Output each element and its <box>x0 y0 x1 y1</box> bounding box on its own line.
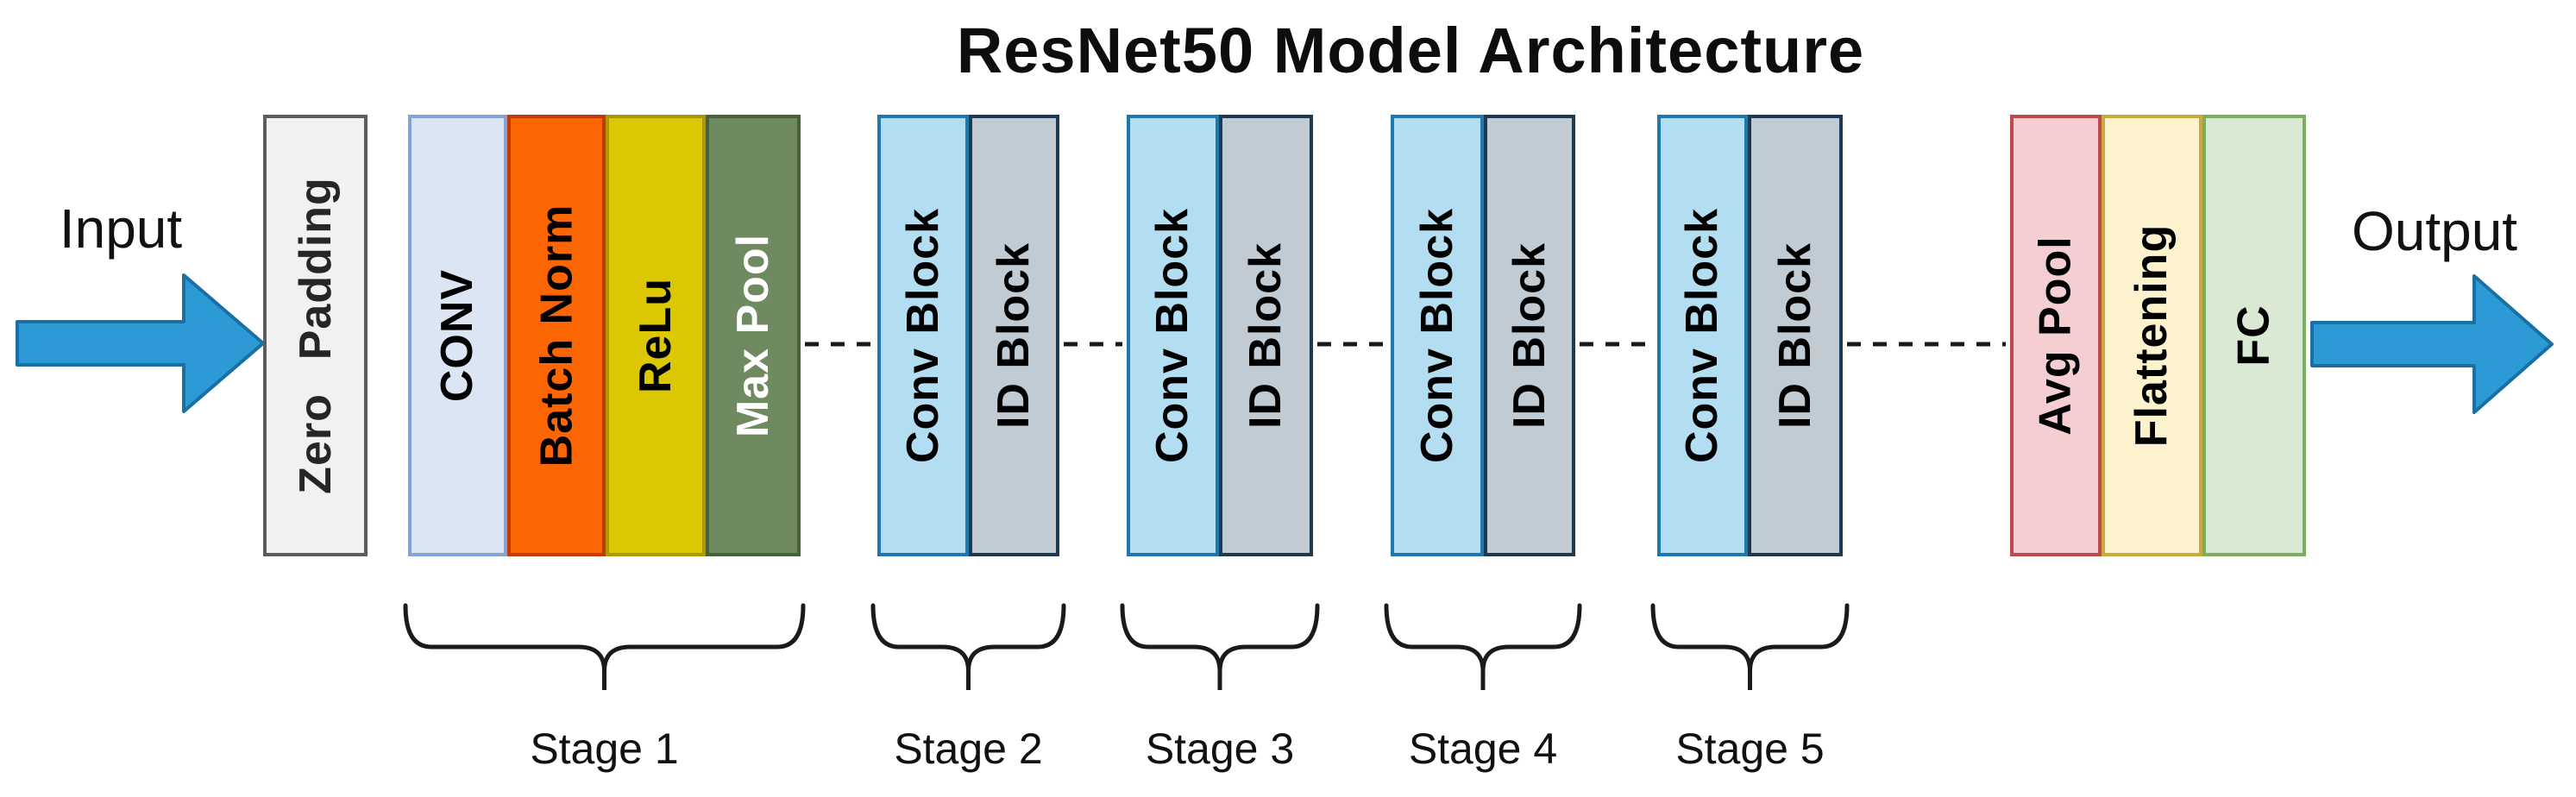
max-pool-label: Max Pool <box>728 233 779 438</box>
batch-norm-block: Batch Norm <box>507 115 606 556</box>
stage2-conv-block-block: Conv Block <box>877 115 969 556</box>
stage4-id-block-label: ID Block <box>1505 242 1555 430</box>
batch-norm-label: Batch Norm <box>531 204 581 468</box>
stage2-id-block-label: ID Block <box>989 242 1040 430</box>
stage4-conv-block-label: Conv Block <box>1412 207 1462 464</box>
stage-brace-3 <box>1120 603 1320 690</box>
output-label: Output <box>2351 200 2518 262</box>
stage-label-3: Stage 3 <box>1145 725 1295 773</box>
diagram-title: ResNet50 Model Architecture <box>956 15 1865 86</box>
output-arrow-icon <box>2310 274 2554 414</box>
stage-brace-1 <box>403 603 806 690</box>
zero-padding-block: Zero Padding <box>263 115 368 556</box>
stage3-conv-block-label: Conv Block <box>1147 207 1198 464</box>
stage4-conv-block-block: Conv Block <box>1391 115 1484 556</box>
flattening-label: Flattening <box>2127 223 2177 448</box>
stage-brace-5 <box>1650 603 1850 690</box>
avg-pool-block: Avg Pool <box>2010 115 2102 556</box>
relu-label: ReLu <box>631 278 681 393</box>
stage5-id-block-label: ID Block <box>1770 242 1820 430</box>
stage-label-4: Stage 4 <box>1408 725 1558 773</box>
flattening-block: Flattening <box>2102 115 2202 556</box>
input-label: Input <box>59 198 183 260</box>
conv-block: CONV <box>408 115 507 556</box>
fc-label: FC <box>2228 304 2279 367</box>
stage-brace-4 <box>1384 603 1582 690</box>
stage-label-2: Stage 2 <box>894 725 1043 773</box>
stage-label-5: Stage 5 <box>1675 725 1825 773</box>
stage2-id-block-block: ID Block <box>969 115 1059 556</box>
stage3-id-block-label: ID Block <box>1241 242 1291 430</box>
stage3-id-block-block: ID Block <box>1219 115 1313 556</box>
stage4-id-block-block: ID Block <box>1484 115 1575 556</box>
stage5-conv-block-label: Conv Block <box>1677 207 1728 464</box>
avg-pool-label: Avg Pool <box>2031 235 2082 436</box>
stage3-conv-block-block: Conv Block <box>1127 115 1219 556</box>
fc-block: FC <box>2202 115 2306 556</box>
zero-padding-label: Zero Padding <box>290 177 341 494</box>
stage2-conv-block-label: Conv Block <box>898 207 948 464</box>
relu-block: ReLu <box>606 115 706 556</box>
conv-label: CONV <box>432 268 483 403</box>
stage-label-1: Stage 1 <box>530 725 679 773</box>
stage5-conv-block-block: Conv Block <box>1657 115 1748 556</box>
input-arrow-icon <box>16 273 265 413</box>
stage-brace-2 <box>870 603 1066 690</box>
stage5-id-block-block: ID Block <box>1748 115 1843 556</box>
max-pool-block: Max Pool <box>706 115 801 556</box>
